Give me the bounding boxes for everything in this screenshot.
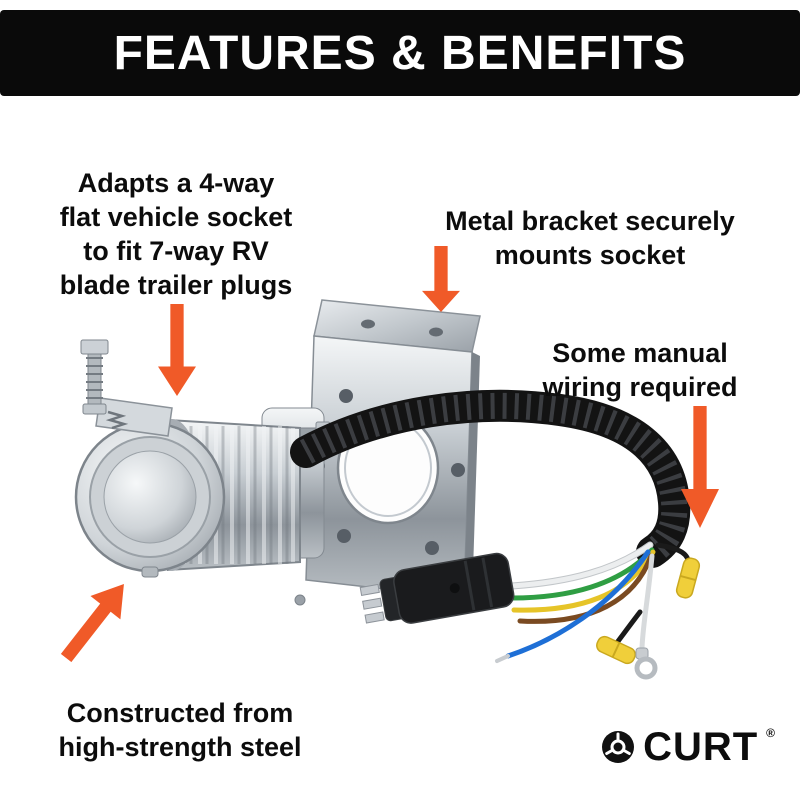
arrow-down-icon [158,304,196,396]
curt-logo-text: CURT [643,725,759,769]
curt-logo-mark-icon [602,731,635,763]
wire-loom [290,389,691,568]
four-flat-connector [359,552,515,624]
curt-logo: CURT ® [601,725,775,769]
wire-terminals [596,557,701,680]
callout-steel: Constructed from high-strength steel [58,698,302,763]
banner-title: FEATURES & BENEFITS [113,26,687,80]
banner: FEATURES & BENEFITS [0,10,800,96]
callout-wiring: Some manual wiring required [542,338,738,403]
arrow-up-icon [51,572,139,669]
seven-way-socket [74,339,335,578]
wires [495,541,691,663]
arrow-down-icon [681,406,719,528]
callout-bracket: Metal bracket securely mounts socket [445,206,735,271]
arrow-down-icon [422,246,460,312]
callout-adapter: Adapts a 4-way flat vehicle socket to fi… [59,168,293,301]
registered-mark: ® [766,726,775,740]
